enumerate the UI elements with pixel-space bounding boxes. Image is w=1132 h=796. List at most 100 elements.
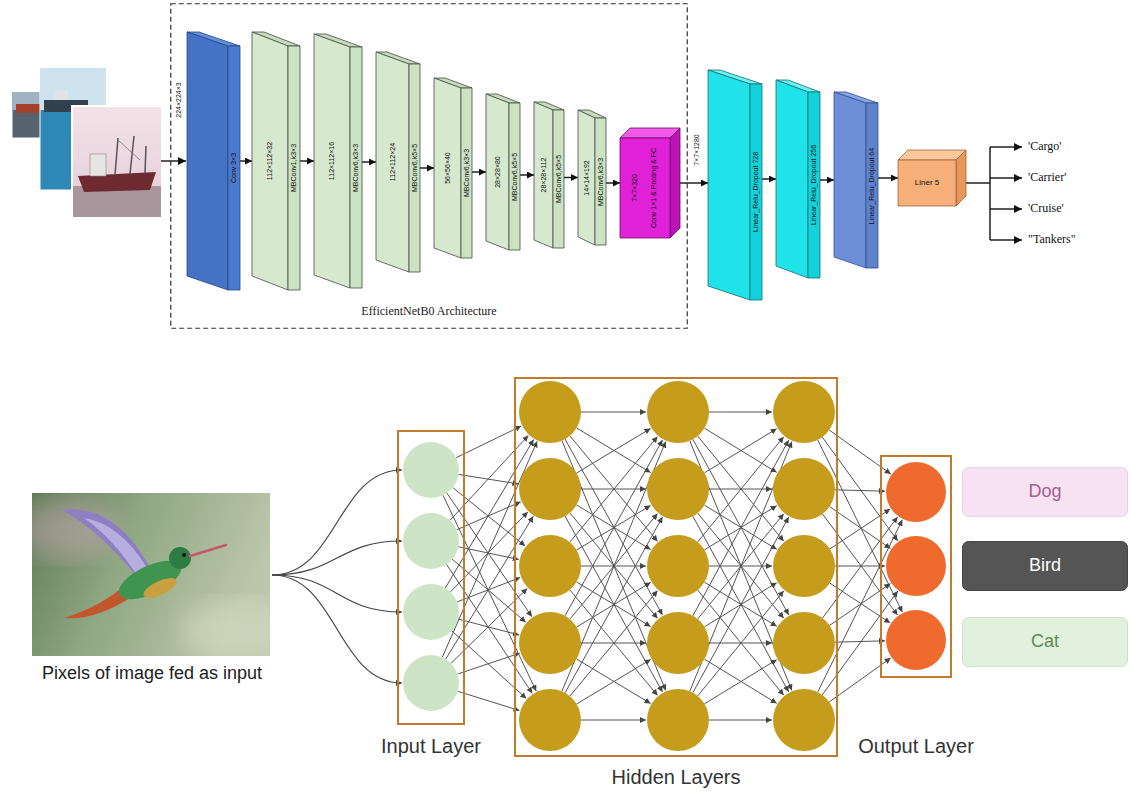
- pixel-feed-line: [272, 575, 402, 683]
- dense-layer-slab: Linear_Relu_Dropout 728: [708, 70, 762, 300]
- slab-front-face: [595, 118, 606, 245]
- weight-line: [818, 440, 903, 612]
- tensor-size-label: 224×224×3: [175, 82, 183, 117]
- layer-flow-arrow: [472, 171, 486, 172]
- weight-line: [565, 440, 662, 616]
- output-branch-arrow: [990, 146, 1022, 147]
- label-box-fill: [963, 542, 1128, 591]
- layer-label: Liner 5: [915, 179, 939, 188]
- layer-flow-arrow: [564, 177, 578, 178]
- layer-label: 28×28×80: [494, 156, 502, 188]
- weight-line: [577, 428, 651, 473]
- layer-flow-arrow: [762, 178, 776, 179]
- hidden-neuron: [773, 458, 835, 520]
- linear-layer-block: Liner 5: [898, 150, 966, 206]
- mbconv-layer-slab: 14×14×192MBConv6,k3×3: [578, 110, 606, 245]
- hidden-neuron: [773, 535, 835, 597]
- image-caption: Pixels of image fed as input: [42, 664, 262, 684]
- hidden-layers-box: Hidden Layers: [514, 377, 838, 757]
- weight-line: [698, 436, 784, 541]
- hidden-neuron: [773, 612, 835, 674]
- architecture-group-box: Conv 3×3112×112×32MBConv1,k3×3112×112×16…: [170, 3, 688, 329]
- weight-line: [693, 440, 789, 616]
- hummingbird-photo: [32, 493, 270, 656]
- output-layer-box: Output Layer: [880, 455, 952, 678]
- shape-outline: [880, 455, 952, 678]
- mbconv-layer-slab: 56×56×40MBConv6,k3×3: [434, 78, 472, 258]
- weight-line: [458, 653, 520, 674]
- layer-label: 112×112×24: [389, 143, 397, 181]
- layer-label: MBConv6,k5×5: [555, 155, 563, 203]
- layer-flow-arrow: [520, 174, 534, 175]
- group-border: [515, 378, 837, 756]
- label-box-fill: [963, 618, 1128, 667]
- weight-line: [693, 517, 789, 693]
- slab-front-face: [509, 103, 520, 250]
- slab-front-face: [553, 110, 564, 248]
- weight-line: [709, 412, 772, 413]
- bird-wing: [62, 509, 150, 578]
- ship-bridge: [90, 154, 106, 176]
- input-neuron: [403, 584, 459, 640]
- dashed-border: [171, 4, 688, 329]
- output-neuron: [886, 536, 946, 596]
- slab-side-face: [708, 70, 750, 300]
- weight-line: [835, 566, 885, 567]
- label-box-fill: [963, 468, 1128, 517]
- class-label-box: Cat: [962, 617, 1128, 667]
- slab-side-face: [376, 52, 409, 272]
- layer-flow-arrow: [420, 167, 434, 168]
- bird-belly: [141, 574, 180, 602]
- block-right-face: [670, 128, 680, 238]
- ship-crane: [130, 136, 134, 174]
- weight-line: [565, 516, 662, 692]
- bird-eye: [182, 553, 186, 557]
- weight-line: [704, 429, 776, 473]
- weight-line: [704, 428, 776, 472]
- slab-side-face: [534, 102, 553, 248]
- weight-line: [443, 495, 536, 691]
- class-label-box: Dog: [962, 467, 1128, 517]
- ship-photos: [12, 68, 162, 218]
- slab-side-face: [776, 80, 808, 278]
- slab-side-face: [834, 92, 866, 268]
- layer-flow-arrow: [300, 160, 314, 161]
- weight-line: [447, 564, 533, 693]
- layer-label: 112×112×16: [328, 142, 336, 180]
- class-label-box: Bird: [962, 541, 1128, 591]
- input-neuron: [403, 442, 459, 498]
- weight-line: [570, 591, 658, 697]
- weight-line: [693, 439, 789, 615]
- output-branch-arrow: [990, 208, 1022, 209]
- class-label: Bird: [1029, 556, 1061, 576]
- layer-flow-arrow: [878, 177, 898, 178]
- weight-line: [450, 436, 528, 521]
- hidden-neuron: [773, 689, 835, 751]
- weight-line: [447, 493, 532, 617]
- mbconv-layer-slab: 28×28×112MBConv6,k5×5: [534, 102, 564, 248]
- group-caption: EfficientNetB0 Architecture: [361, 305, 496, 318]
- layer-label: 14×14×192: [583, 160, 591, 195]
- mbconv-layer-slab: 112×112×16MBConv6,k3×3: [314, 34, 362, 288]
- layer-label: MBConv6,k5×5: [411, 144, 419, 192]
- weight-line: [835, 490, 885, 491]
- hidden-neuron: [647, 535, 709, 597]
- weight-line: [818, 520, 903, 692]
- photo-blur: [180, 600, 270, 656]
- conv-layer-slab: Conv 3×3: [187, 32, 240, 290]
- mbconv-layer-slab: 112×112×24 MBConv6,k5×5: [376, 52, 420, 272]
- pixel-feed-line: [272, 470, 402, 575]
- bird-wing: [84, 518, 146, 574]
- shape-outline: [397, 430, 465, 725]
- weight-line: [565, 517, 662, 693]
- class-output-label: 'Cargo': [1028, 140, 1061, 153]
- ship-crane: [145, 146, 146, 173]
- hidden-neuron: [519, 535, 581, 597]
- slab-side-face: [486, 94, 509, 250]
- slab-side-face: [434, 78, 461, 258]
- layer-group-heading: Output Layer: [858, 735, 974, 757]
- ship-crane: [115, 138, 118, 175]
- output-branch-line: [989, 147, 990, 240]
- hidden-neuron: [519, 458, 581, 520]
- weight-line: [450, 512, 527, 592]
